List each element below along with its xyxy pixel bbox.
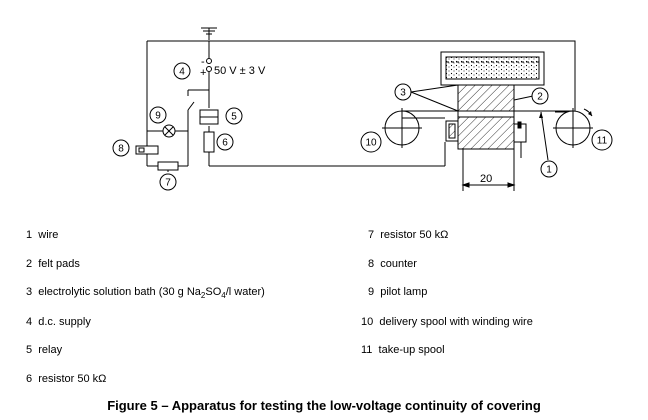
legend-text: resistor 50 kΩ	[380, 229, 449, 241]
svg-text:6: 6	[222, 138, 228, 149]
supply-minus: -	[201, 56, 205, 68]
svg-text:2: 2	[537, 92, 543, 103]
legend-num: 10	[361, 316, 374, 328]
ground-symbol	[201, 27, 217, 40]
legend-item-8: 8 counter	[368, 258, 417, 270]
legend-text: delivery spool with winding wire	[379, 316, 533, 328]
dimension-20	[461, 148, 516, 191]
resistor-6	[203, 131, 215, 153]
callout-10: 10	[360, 131, 382, 153]
legend-item-5: 5 relay	[26, 344, 62, 356]
legend-num: 4	[26, 316, 33, 328]
svg-text:9: 9	[155, 111, 161, 122]
legend-num: 1	[26, 229, 33, 241]
legend-item-2: 2 felt pads	[26, 258, 80, 270]
resistor-7	[157, 161, 179, 171]
callout-6: 6	[216, 133, 234, 151]
legend-text-post: /l water)	[225, 286, 265, 298]
callout-8: 8	[112, 139, 130, 157]
svg-text:8: 8	[118, 144, 124, 155]
callout-11: 11	[591, 129, 613, 151]
legend-text: counter	[380, 258, 417, 270]
legend-item-9: 9 pilot lamp	[368, 286, 427, 298]
callout-7: 7	[159, 173, 177, 191]
subscript-4: 4	[221, 291, 226, 301]
legend-text: relay	[38, 344, 63, 356]
subscript-2: 2	[200, 291, 206, 301]
svg-text:5: 5	[231, 112, 237, 123]
legend-item-4: 4 d.c. supply	[26, 316, 91, 328]
svg-text:10: 10	[365, 138, 377, 149]
callout-5: 5	[225, 107, 243, 125]
callout-9: 9	[149, 106, 167, 124]
legend-num: 6	[26, 373, 33, 385]
callout-1: 1	[540, 160, 558, 178]
svg-text:11: 11	[597, 136, 608, 147]
supply-plus: +	[200, 67, 206, 79]
callout-3: 3	[394, 83, 412, 101]
svg-text:4: 4	[179, 67, 185, 78]
take-up-spool	[553, 108, 593, 148]
supply-terminal-top	[206, 58, 212, 64]
legend-num: 7	[368, 229, 375, 241]
svg-text:3: 3	[400, 88, 406, 99]
callout-2: 2	[531, 87, 549, 105]
legend-item-1: 1 wire	[26, 229, 58, 241]
delivery-spool	[382, 108, 422, 148]
electrolytic-bath	[440, 51, 545, 86]
supply-terminal-bottom	[206, 66, 212, 72]
legend-num: 5	[26, 344, 33, 356]
legend-text: d.c. supply	[38, 316, 91, 328]
legend-item-3: 3 electrolytic solution bath (30 g Na2SO…	[26, 286, 265, 300]
leader-lines	[410, 84, 549, 161]
legend-num: 11	[361, 344, 373, 356]
legend-text: take-up spool	[378, 344, 445, 356]
svg-text:1: 1	[546, 165, 552, 176]
legend-num: 3	[26, 286, 33, 298]
legend-text: resistor 50 kΩ	[38, 373, 107, 385]
legend-text: felt pads	[38, 258, 80, 270]
dimension-label: 20	[480, 173, 492, 185]
legend-num: 8	[368, 258, 375, 270]
legend-num: 9	[368, 286, 375, 298]
svg-text:7: 7	[165, 178, 171, 189]
felt-pads	[445, 84, 527, 158]
legend-item-7: 7 resistor 50 kΩ	[368, 229, 448, 241]
legend-text-pre: electrolytic solution bath (30 g Na	[38, 286, 201, 298]
legend-item-11: 11 take-up spool	[361, 344, 445, 356]
supply-voltage-label: 50 V ± 3 V	[214, 65, 266, 77]
figure-caption: Figure 5 – Apparatus for testing the low…	[107, 398, 541, 413]
legend-text: pilot lamp	[380, 286, 428, 298]
counter	[135, 145, 159, 166]
legend-num: 2	[26, 258, 33, 270]
legend-item-10: 10 delivery spool with winding wire	[361, 316, 533, 328]
callout-4: 4	[173, 62, 191, 80]
pilot-lamp	[162, 124, 176, 138]
legend-text: wire	[38, 229, 59, 241]
legend-text-mid: SO	[205, 286, 222, 298]
apparatus-diagram: - + 50 V ± 3 V	[112, 27, 613, 191]
legend-item-6: 6 resistor 50 kΩ	[26, 373, 106, 385]
circuit-wiring	[146, 40, 576, 172]
